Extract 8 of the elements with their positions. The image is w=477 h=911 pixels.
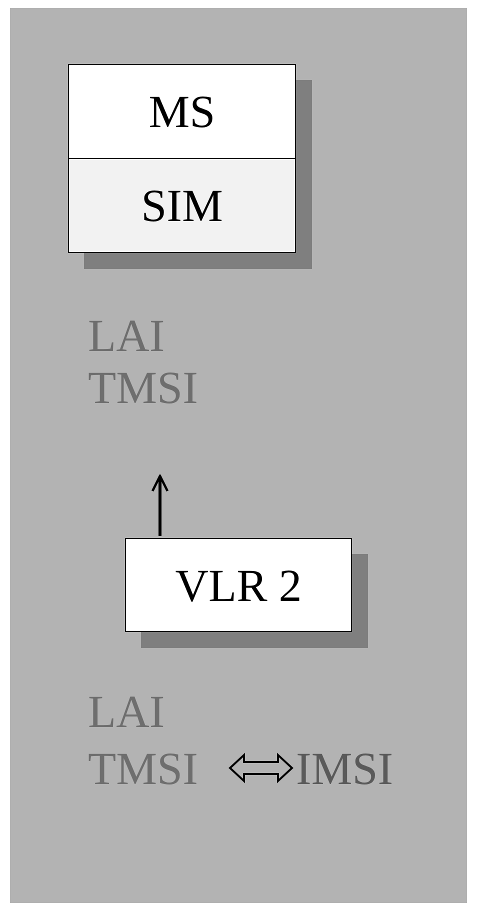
entity-label: VLR 2 xyxy=(126,539,351,631)
arrow xyxy=(151,474,169,536)
identifier-text: IMSI xyxy=(296,740,421,797)
double-arrow xyxy=(228,752,294,784)
entity-label: SIM xyxy=(69,158,295,252)
identifier-text: LAI TMSI xyxy=(88,683,228,795)
identifier-text: LAI TMSI xyxy=(88,310,228,476)
entity-label: MS xyxy=(69,65,295,158)
